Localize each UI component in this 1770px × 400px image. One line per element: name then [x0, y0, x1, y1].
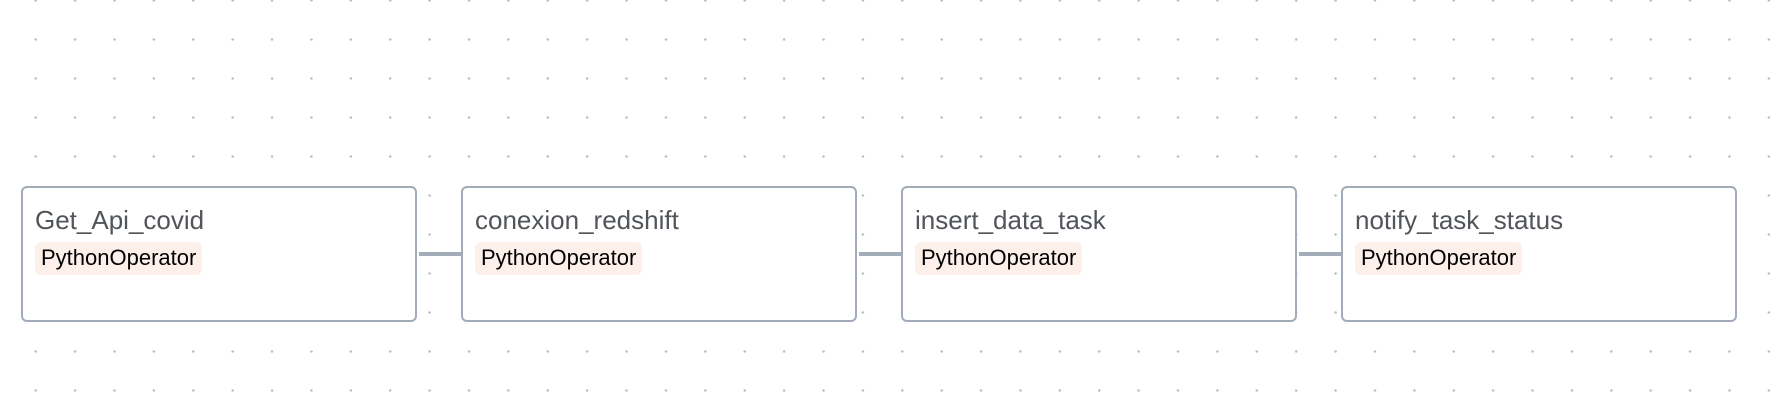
operator-badge: PythonOperator: [475, 242, 643, 275]
task-node-title: conexion_redshift: [475, 205, 679, 235]
task-node-conexion-redshift[interactable]: conexion_redshift PythonOperator: [461, 186, 857, 322]
task-node-title: notify_task_status: [1355, 205, 1564, 235]
operator-badge: PythonOperator: [35, 242, 203, 275]
task-node-get-api-covid[interactable]: Get_Api_covid PythonOperator: [21, 186, 417, 322]
task-node-notify-task-status[interactable]: notify_task_status PythonOperator: [1341, 186, 1737, 322]
operator-badge: PythonOperator: [1355, 242, 1523, 275]
task-node-title: Get_Api_covid: [35, 205, 205, 235]
operator-badge: PythonOperator: [915, 242, 1083, 275]
task-node-title: insert_data_task: [915, 205, 1106, 235]
task-node-insert-data-task[interactable]: insert_data_task PythonOperator: [901, 186, 1297, 322]
